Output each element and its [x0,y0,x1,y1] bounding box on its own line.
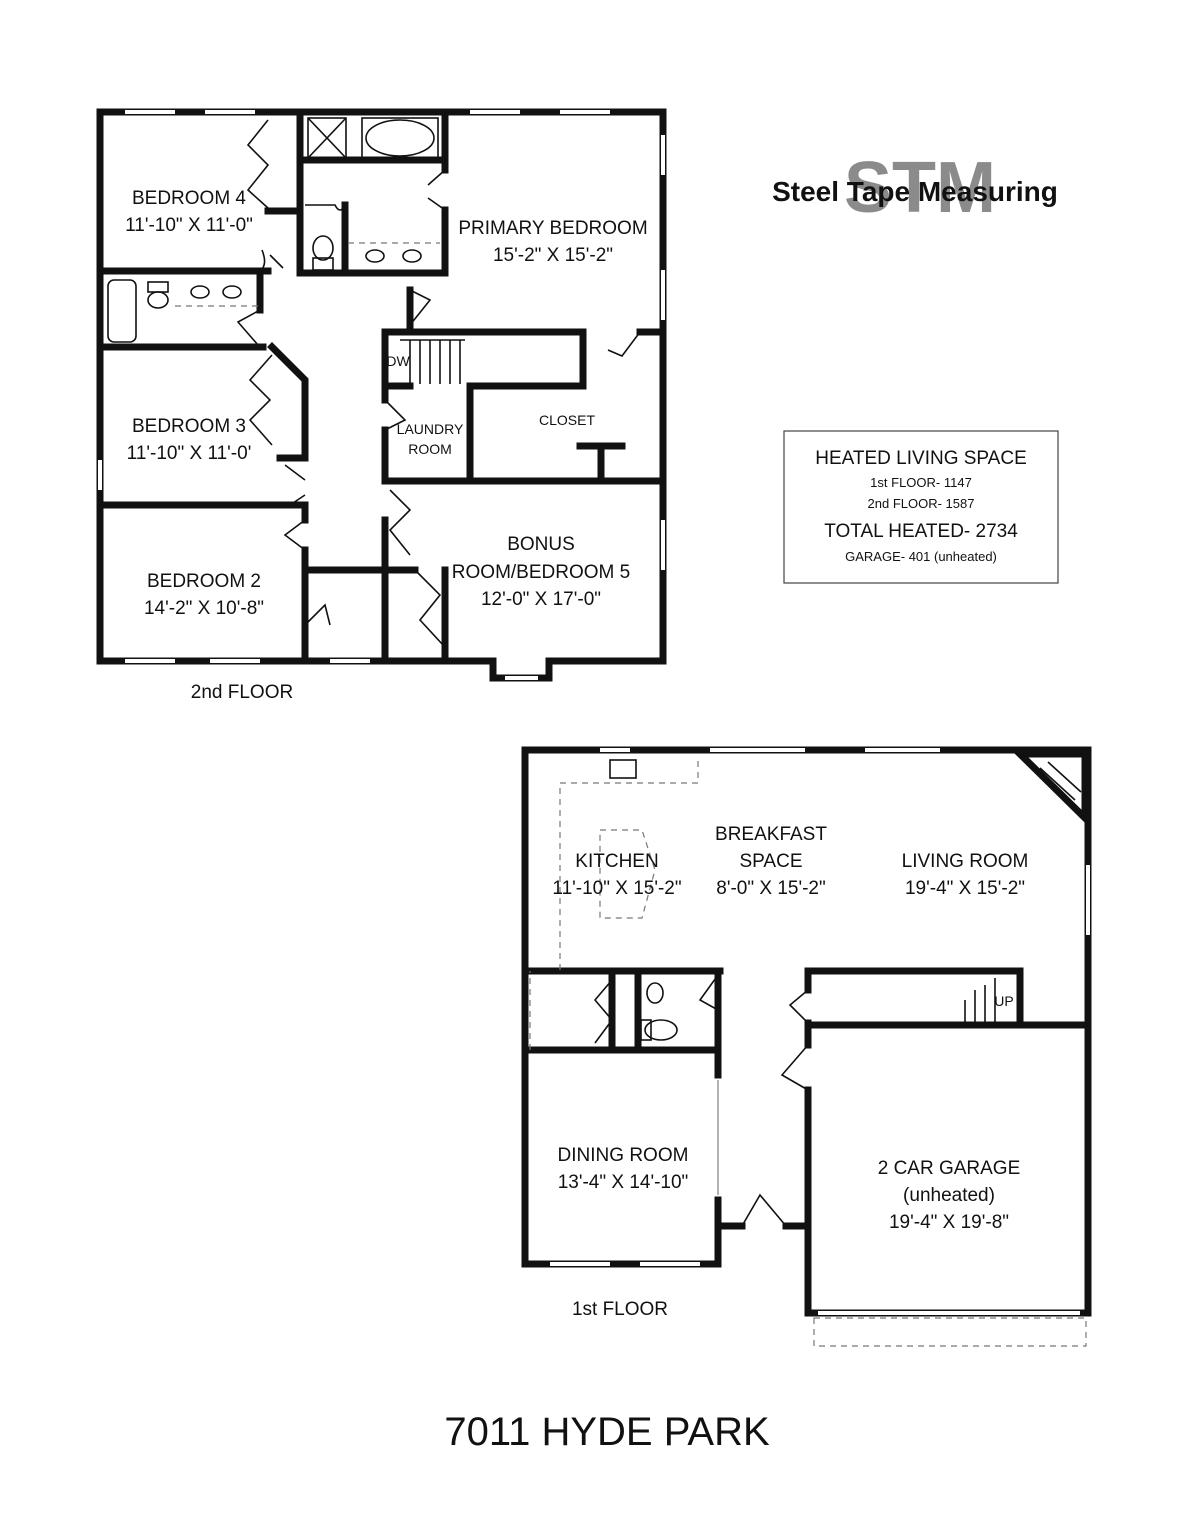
sink-icon [402,249,422,263]
room-size: 11'-10" X 15'-2" [552,878,681,899]
sink-icon [190,285,210,299]
kitchen-dashed-lines [529,756,719,1195]
fireplace-icon [1039,761,1082,801]
room-name: BEDROOM 4 [132,188,246,209]
bifold-door [248,354,273,446]
door-swing [780,1044,809,1091]
room-name: DW [386,353,410,369]
room-name: BEDROOM 3 [132,416,246,437]
room-name: ROOM/BEDROOM 5 [452,562,630,583]
bifold-door [593,979,614,1044]
first-floor-plan: UP KITCHEN 11'-10" X 15'-2" BREAKFAST SP… [521,746,1092,1347]
room-name: BREAKFAST [715,824,827,845]
bathroom-fixtures [107,117,440,343]
company-logo: STM Steel Tape Measuring [772,148,1058,228]
logo-mark: STM [844,148,996,228]
total-heated-area: TOTAL HEATED- 2734 [824,521,1018,542]
room-size: 8'-0" X 15'-2" [716,878,825,899]
sink-icon [222,285,242,299]
second-floor-plan: BEDROOM 4 11'-10" X 11'-0" PRIMARY BEDRO… [96,108,667,703]
room-size: 14'-2" X 10'-8" [144,598,264,619]
garage-area: GARAGE- 401 (unheated) [845,549,997,564]
room-name: ROOM [408,441,452,457]
sink-icon [644,1019,678,1041]
fireplace-corner [1011,750,1089,827]
room-size: 19'-4" X 15'-2" [905,878,1025,899]
first-floor-labels: KITCHEN 11'-10" X 15'-2" BREAKFAST SPACE… [552,824,1028,1233]
first-floor-windows [550,748,1090,1315]
second-floor-windows [98,110,665,680]
closet-rod [576,442,626,479]
room-name: CLOSET [539,412,595,428]
range-icon [609,759,637,779]
toilet-icon [312,235,334,261]
stairs-up-label: UP [994,993,1013,1009]
room-name: SPACE [739,851,802,872]
second-floor-area: 2nd FLOOR- 1587 [868,496,975,511]
room-name: 2 CAR GARAGE [878,1158,1021,1179]
bathtub-icon [365,119,435,157]
door-swing [384,399,407,431]
room-name: DINING ROOM [558,1145,689,1166]
room-name: LIVING ROOM [902,851,1029,872]
area-summary-title: HEATED LIVING SPACE [815,448,1027,469]
floor-label: 2nd FLOOR [191,682,293,703]
toilet-icon [147,291,169,309]
room-size: 12'-0" X 17'-0" [481,589,601,610]
door-swing [283,519,306,551]
room-name: LAUNDRY [397,421,464,437]
floor-label: 1st FLOOR [572,1299,668,1320]
room-size: 13'-4" X 14'-10" [558,1172,689,1193]
first-floor-area: 1st FLOOR- 1147 [870,475,972,490]
door-swing [607,331,641,357]
door-swing [259,249,284,272]
first-floor-outer-wall [521,746,746,1268]
garage-door-outline [813,1317,1087,1347]
property-address: 7011 HYDE PARK [444,1410,770,1454]
second-floor-doors [236,119,641,646]
bifold-door [414,569,444,646]
door-swing [788,989,809,1024]
first-floor-interior-walls [521,967,1092,1230]
door-swing [427,169,446,211]
room-name: KITCHEN [575,851,658,872]
logo-text: Steel Tape Measuring [772,176,1058,207]
door-swing [236,309,261,346]
door-swing [304,603,331,626]
bathtub-icon [107,279,137,343]
first-floor-doors [593,974,1087,1347]
toilet-icon [646,982,664,1004]
first-floor-stairs: UP [964,978,1014,1023]
room-name: BONUS [507,534,575,555]
room-size: 11'-10" X 11'-0" [125,215,253,236]
room-name: BEDROOM 2 [147,571,261,592]
room-name: PRIMARY BEDROOM [458,218,647,239]
second-floor-labels: BEDROOM 4 11'-10" X 11'-0" PRIMARY BEDRO… [125,188,648,619]
room-size: 11'-10" X 11'-0' [127,443,252,464]
sink-icon [365,249,385,263]
front-door [741,1193,787,1227]
bifold-door [246,119,270,209]
first-floor-fixtures [609,759,678,1041]
room-size: 19'-4" X 19'-8" [889,1212,1009,1233]
shower-icon [307,117,347,159]
room-size: 15'-2" X 15'-2" [493,245,613,266]
area-summary-box: HEATED LIVING SPACE 1st FLOOR- 1147 2nd … [783,430,1059,584]
room-note: (unheated) [903,1185,995,1206]
second-floor-stairs [400,339,465,384]
door-swing [305,204,346,211]
door-swing [698,974,719,1011]
second-floor-interior-walls [96,108,667,665]
door-swing [409,289,432,326]
bifold-door [388,489,412,556]
door-swing [284,464,306,506]
